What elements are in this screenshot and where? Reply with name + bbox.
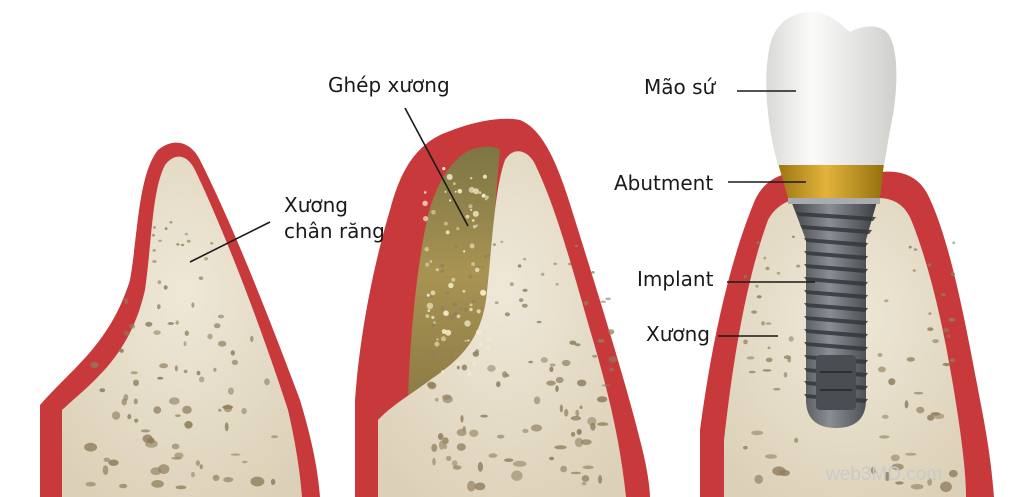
label-root-bone-line2: chân răng: [284, 219, 385, 243]
watermark: web3MD.com: [826, 464, 943, 485]
bone-pores: [84, 221, 278, 490]
graft-granules: [422, 167, 492, 376]
alveolar-bone: [378, 151, 626, 497]
bone-pores: [743, 235, 958, 493]
leader-root-bone: [189, 221, 271, 263]
leader-bone-graft: [404, 107, 469, 227]
root-bone-section: [40, 142, 320, 497]
porcelain-crown: [766, 12, 897, 165]
label-implant: Implant: [637, 267, 714, 291]
leader-lines: [189, 90, 815, 337]
label-root-bone: Xương chân răng: [284, 192, 385, 244]
abutment: [778, 163, 884, 198]
label-bone-graft: Ghép xương: [328, 73, 450, 97]
implant-section: [700, 12, 994, 497]
bone-pores: [426, 240, 618, 492]
label-root-bone-line1: Xương: [284, 193, 348, 217]
label-bone: Xương: [646, 322, 710, 346]
bone-graft-section: [355, 118, 650, 497]
label-crown: Mão sứ: [644, 75, 716, 99]
bone-graft: [408, 146, 500, 400]
implant-screw: [788, 194, 880, 428]
label-abutment: Abutment: [614, 171, 714, 195]
